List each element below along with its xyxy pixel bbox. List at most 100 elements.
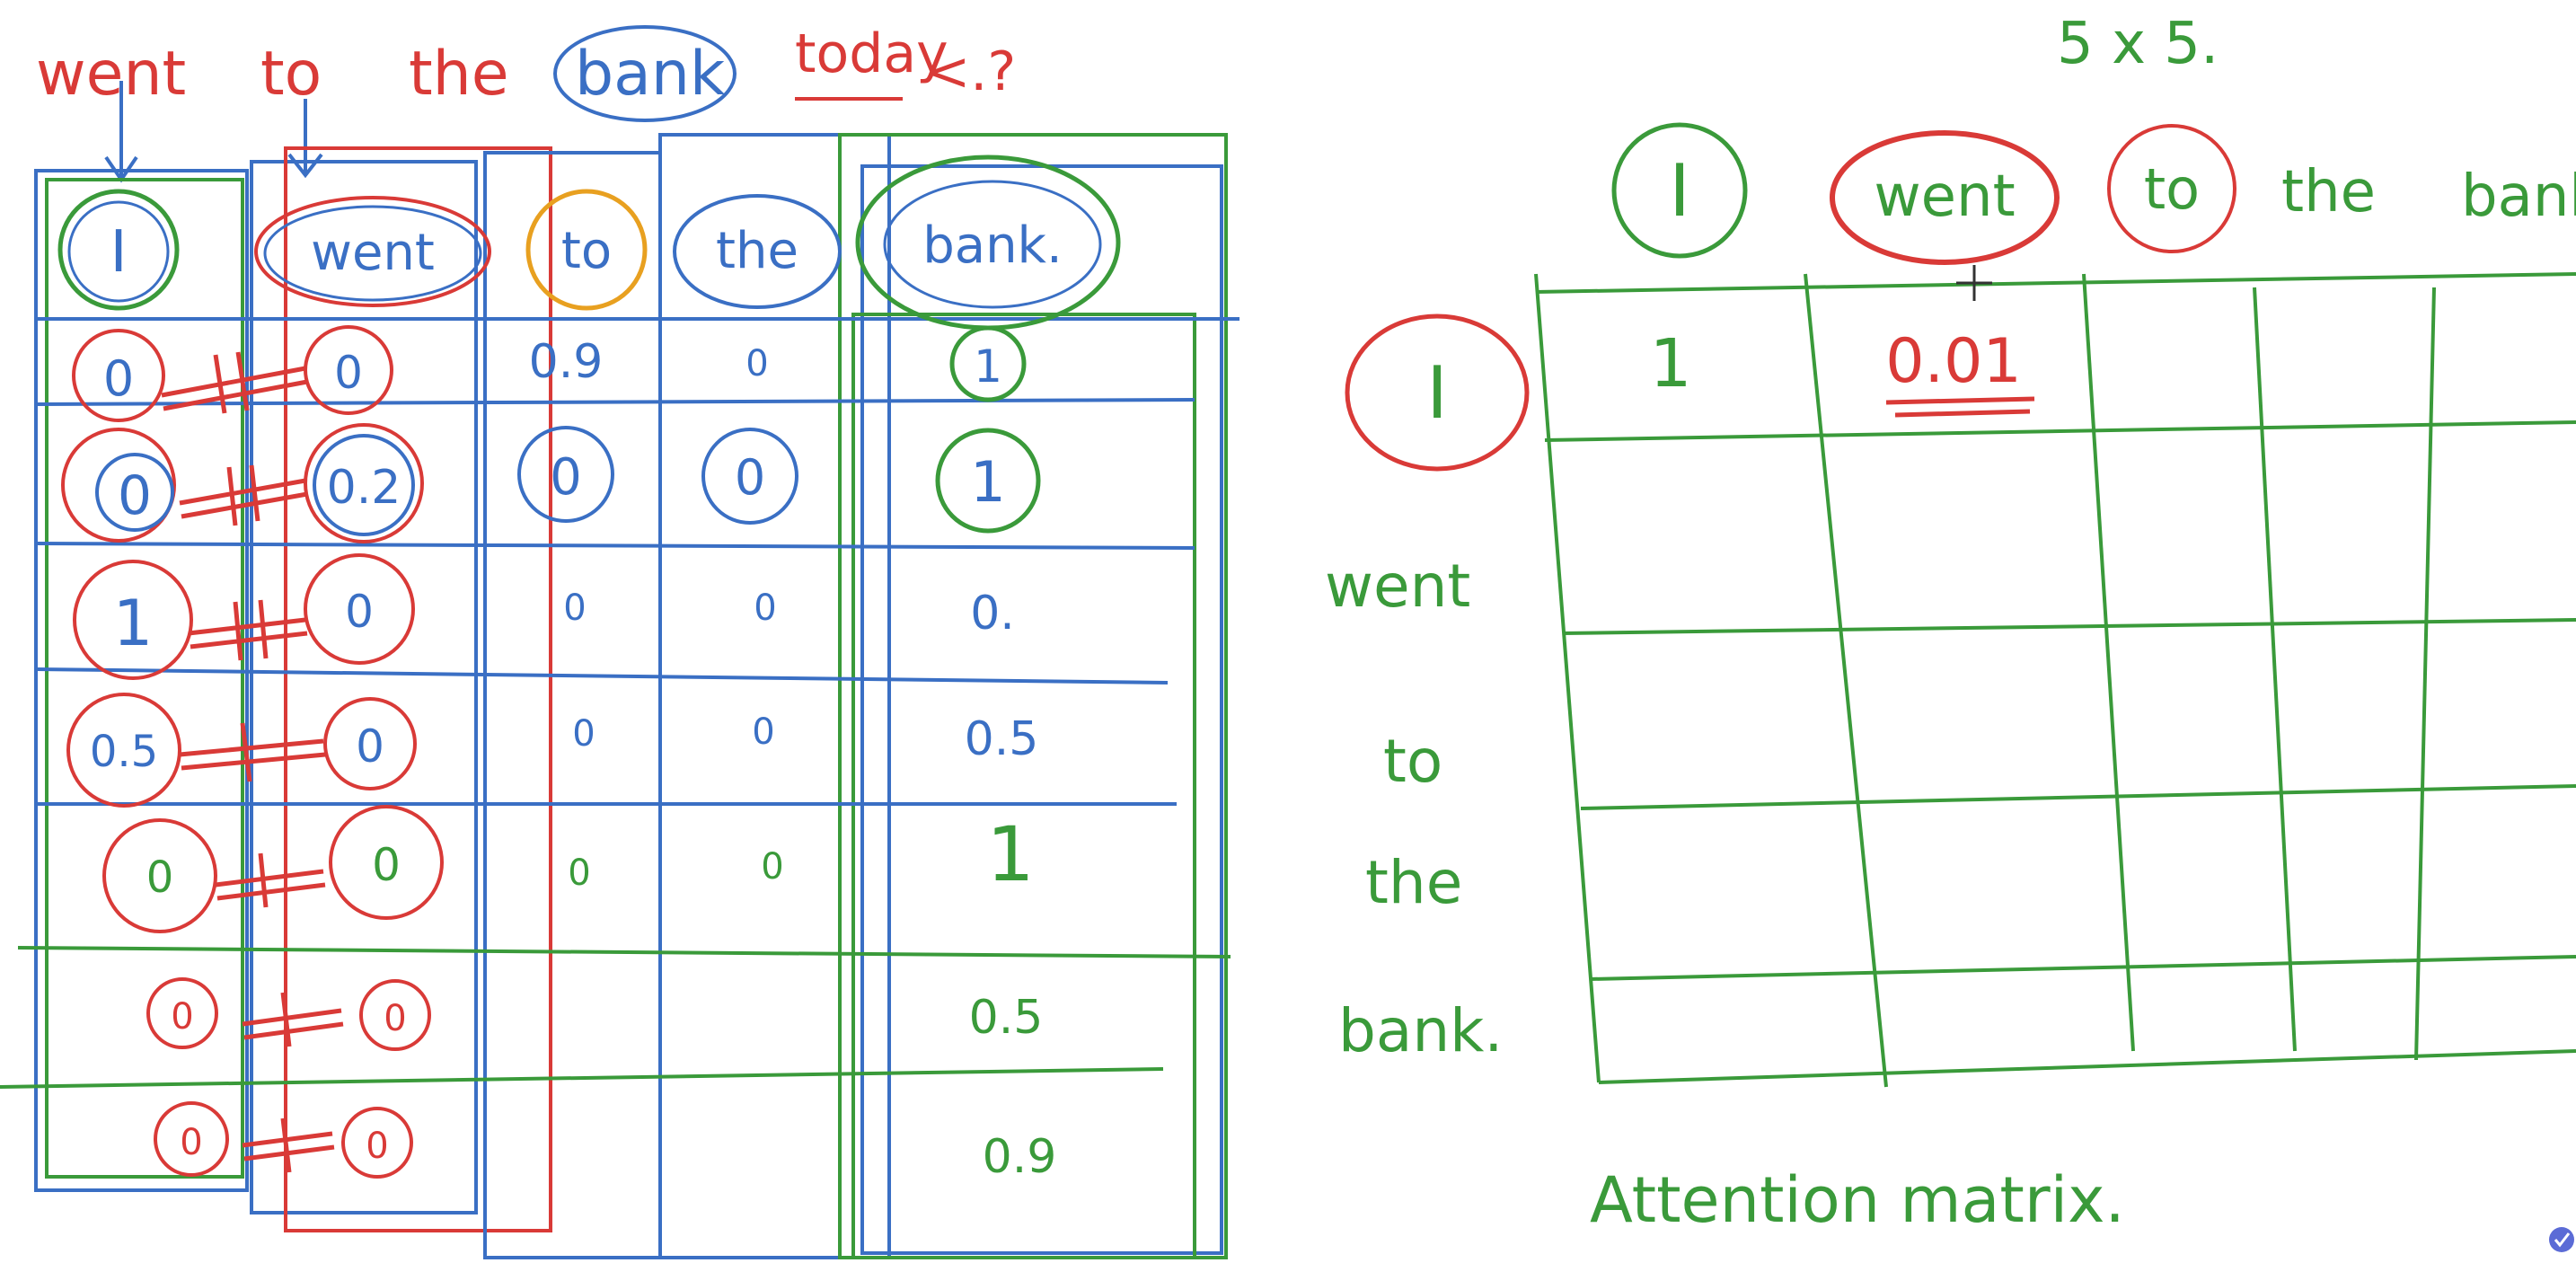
matrix-row-header: I (1426, 351, 1448, 435)
token-circle (525, 189, 648, 311)
row-line (17, 946, 1231, 958)
token-label: bank. (922, 216, 1063, 275)
row-line (0, 1067, 1164, 1089)
embedding-value: 0 (735, 449, 765, 506)
value-circle (329, 805, 444, 920)
value-circle (72, 329, 165, 422)
embedding-value: 0 (745, 343, 768, 384)
header-circle (1345, 314, 1530, 472)
token-circle (67, 200, 170, 303)
embedding-value: 0 (754, 587, 776, 629)
embedding-column-I: 0 0 1 0.5 0 0 0 (61, 329, 229, 1177)
equals-mark (242, 992, 344, 1047)
attention-matrix: 5 x 5. I went to the bank I went to the … (1325, 11, 2576, 1237)
matrix-caption: Attention matrix. (1590, 1163, 2125, 1237)
token-circle (883, 180, 1102, 309)
embedding-value: 0 (568, 852, 590, 894)
embedding-value: 0 (550, 448, 582, 507)
grid-line (1535, 272, 2576, 294)
token-circle (57, 189, 180, 311)
embedding-value: 0 (572, 713, 595, 755)
matrix-row-header: bank. (1338, 996, 1503, 1065)
sentence-word: today (795, 22, 948, 85)
value-circle (701, 428, 798, 525)
grid-line (2414, 287, 2436, 1061)
embedding-value: 0.5 (969, 991, 1044, 1045)
column-outline-bank-green (851, 313, 1196, 1259)
embedding-value: 0 (334, 347, 363, 399)
embedding-column-the: 0 0 0 0 0 (701, 343, 798, 888)
embedding-column-bank: 1 1 0. 0.5 1 0.5 0.9 (935, 325, 1057, 1184)
token-label: to (561, 222, 612, 280)
embedding-value: 0 (146, 852, 174, 903)
grid-line (2253, 287, 2297, 1052)
row-line (35, 398, 1195, 406)
matrix-column-header: went (1874, 163, 2015, 230)
value-circle (323, 697, 417, 790)
embedding-value: 0 (563, 587, 586, 629)
embedding-value: 0.5 (965, 712, 1039, 766)
embedding-value: 1 (986, 810, 1034, 898)
equals-mark (179, 722, 326, 782)
equals-mark (179, 464, 308, 526)
embedding-column-to: 0.9 0 0 0 0 (517, 335, 614, 894)
grid-line (1580, 784, 2576, 810)
equals-mark (242, 1117, 335, 1173)
embedding-value: 0.9 (983, 1130, 1057, 1184)
circled-word-outline (553, 25, 737, 122)
value-circle (61, 428, 176, 543)
value-circle (304, 553, 415, 665)
sentence-word: went (36, 39, 186, 110)
value-circle (359, 979, 431, 1051)
value-circle (304, 423, 424, 543)
value-circle (935, 428, 1041, 534)
value-circle (517, 426, 614, 523)
value-circle (146, 977, 218, 1049)
sentence-word: to (260, 39, 322, 110)
matrix-cell-value: 1 (1649, 325, 1691, 402)
embedding-value: 0 (118, 464, 152, 527)
embedding-column-went: 0 0.2 0 0 0 0 0 (304, 325, 444, 1179)
embedding-value: 0 (752, 711, 774, 753)
value-circle (95, 453, 174, 532)
grid-line (1562, 618, 2576, 635)
matrix-column-header: I (1669, 149, 1690, 233)
matrix-row-header: to (1383, 727, 1442, 796)
embedding-value: 0 (180, 1122, 202, 1163)
sentence-word: the (409, 39, 509, 110)
value-circle (73, 560, 193, 680)
embedding-table (0, 133, 1239, 1259)
grid-line (2082, 273, 2135, 1052)
header-circle (2107, 124, 2236, 253)
embedding-value: 0 (103, 350, 134, 407)
value-circle (154, 1101, 229, 1177)
column-outline-went (250, 160, 478, 1214)
column-outline-the (658, 133, 891, 1259)
column-outline-I-green (45, 178, 244, 1179)
value-circle (66, 693, 181, 808)
header-circle (1830, 130, 2060, 265)
token-label: went (311, 224, 435, 282)
shield-check-icon (2549, 1227, 2574, 1252)
matrix-cell-value: 0.01 (1885, 326, 2021, 397)
column-outline-went-red (284, 146, 552, 1232)
embedding-value: 0 (345, 586, 374, 638)
matrix-column-header: the (2281, 159, 2376, 225)
sentence-word-circled: bank (575, 39, 726, 110)
matrix-column-header: to (2144, 156, 2200, 222)
sentence-word: <.? (925, 40, 1016, 103)
matrix-row-header: went (1325, 552, 1470, 621)
grid-line (1804, 273, 1888, 1088)
token-circle (673, 194, 842, 309)
embedding-value: 1 (974, 340, 1002, 393)
arrow-icon (287, 99, 323, 179)
embedding-token-headers: I went to the bank. (57, 155, 1121, 331)
column-outline-I (34, 169, 249, 1192)
embedding-value: 0.5 (90, 727, 158, 777)
embedding-value: 1 (970, 449, 1005, 515)
underline (1885, 396, 2035, 418)
value-circle (313, 434, 415, 536)
row-line (35, 667, 1169, 684)
embedding-value: 0. (970, 587, 1015, 640)
